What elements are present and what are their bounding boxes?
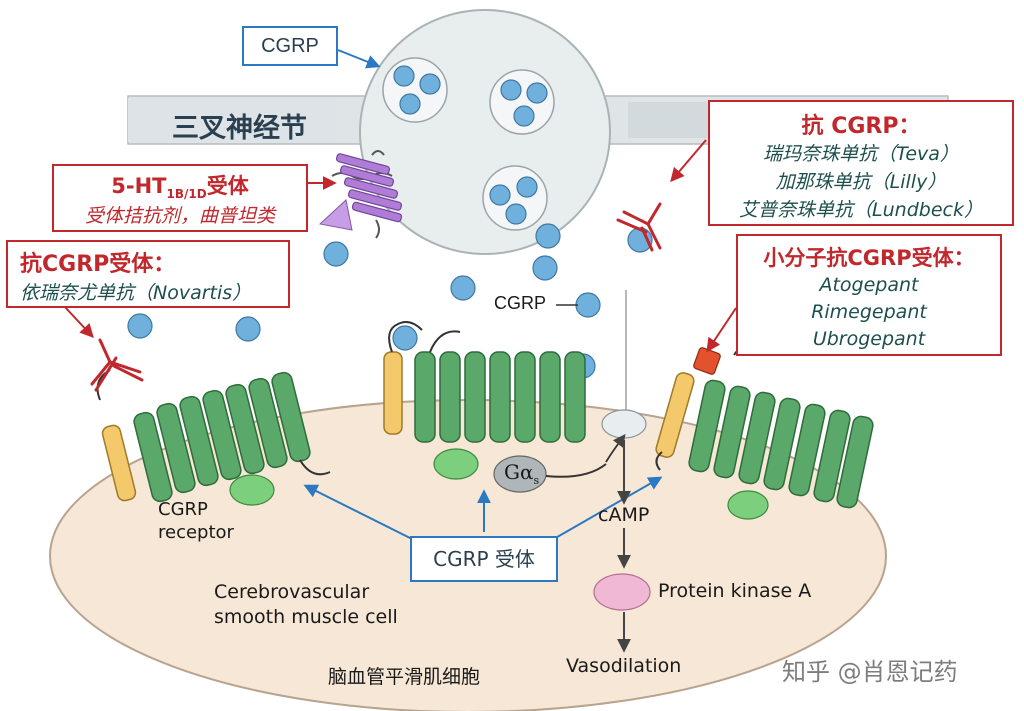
receptor-right (655, 343, 874, 520)
small-molecule-box: 小分子抗CGRP受体： Atogepant Rimegepant Ubrogep… (736, 234, 1002, 356)
receptor-left (96, 369, 331, 506)
small-molecule-item: Atogepant (819, 274, 919, 296)
receptor-middle (383, 321, 607, 493)
small-molecule-item: Rimegepant (811, 301, 927, 323)
cgrp-receptor-box-label: CGRP 受体 (433, 547, 535, 571)
anti-receptor-title: 抗CGRP受体： (20, 252, 176, 277)
small-molecule-item: Ubrogepant (812, 328, 926, 350)
cgrp-receptor-box: CGRP 受体 (410, 536, 558, 582)
g-alpha-label: Gαs (504, 460, 540, 487)
antibody-left (90, 338, 144, 392)
cgrp-top-box: CGRP (242, 26, 338, 66)
ht-receptor-box: 5-HT1B/1D受体 受体拮抗剂，曲普坦类 (52, 164, 308, 232)
anti-receptor-box: 抗CGRP受体： 依瑞奈尤单抗（Novartis） (6, 240, 290, 308)
anti-receptor-item: 依瑞奈尤单抗（Novartis） (20, 282, 252, 304)
anti-cgrp-item: 瑞玛奈珠单抗（Teva） (763, 143, 959, 165)
anti-cgrp-box: 抗 CGRP： 瑞玛奈珠单抗（Teva） 加那珠单抗（Lilly） 艾普奈珠单抗… (708, 100, 1014, 226)
cgrp-receptor-label: CGRP receptor (158, 499, 234, 543)
cgrp-molecules (127, 65, 653, 379)
anti-cgrp-arrow (670, 139, 707, 183)
receptor-box-arrow-right (551, 476, 663, 541)
antibody-right (616, 202, 662, 252)
cgrp-mid-label: CGRP (494, 293, 547, 313)
cgrp-top-label: CGRP (261, 35, 319, 57)
anti-cgrp-item: 加那珠单抗（Lilly） (775, 171, 947, 193)
ht-receptor-italic: 受体拮抗剂，曲普坦类 (84, 205, 275, 228)
anti-receptor-arrow (63, 305, 94, 339)
cell-cn-label: 脑血管平滑肌细胞 (328, 666, 481, 688)
adenylyl-cyclase (601, 409, 647, 439)
cell-label: Cerebrovascular smooth muscle cell (214, 581, 398, 628)
ganglion-label-band (128, 98, 338, 142)
ht-receptor-title: 5-HT1B/1D受体 (111, 174, 249, 202)
anti-cgrp-item: 艾普奈珠单抗（Lundbeck） (739, 199, 983, 221)
small-molecule-title: 小分子抗CGRP受体： (763, 246, 975, 270)
watermark: 知乎 @肖恩记药 (782, 658, 958, 686)
gs-to-camp (605, 433, 626, 463)
camp-label: cAMP (598, 504, 650, 526)
small-molecule-arrow (706, 307, 737, 353)
anti-cgrp-title: 抗 CGRP： (801, 114, 921, 139)
ganglion-label: 三叉神经节 (172, 113, 307, 144)
vasodilation-label: Vasodilation (566, 655, 682, 677)
cgrp-top-arrow (337, 49, 381, 69)
5ht-receptor (318, 150, 403, 239)
receptor-box-arrow-left (303, 484, 415, 541)
pka-shape (593, 573, 651, 611)
pka-label: Protein kinase A (658, 580, 812, 602)
